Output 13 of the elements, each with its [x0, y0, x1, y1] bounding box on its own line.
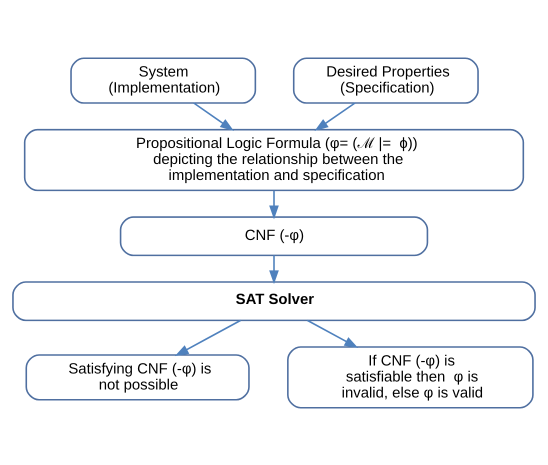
arrow — [306, 319, 358, 348]
arrow — [269, 254, 279, 284]
node-box: Desired Properties (Specification) — [292, 56, 479, 104]
node-box: If CNF (-φ) is satisfiable then φ is invalid, else φ is valid — [287, 346, 534, 408]
node-box: Propositional Logic Formula (φ= (ℳ |= ϕ)) depicting the relationship between the implementation and specification — [24, 128, 524, 191]
arrow — [314, 102, 356, 130]
arrow — [193, 102, 234, 130]
node-box: CNF (-φ) — [120, 216, 428, 256]
arrow — [174, 319, 242, 356]
node-box: SAT Solver — [12, 280, 536, 321]
node-box: Satisfying CNF (-φ) is not possible — [25, 354, 250, 400]
arrow — [269, 190, 279, 219]
node-box: System (Implementation) — [70, 56, 256, 104]
